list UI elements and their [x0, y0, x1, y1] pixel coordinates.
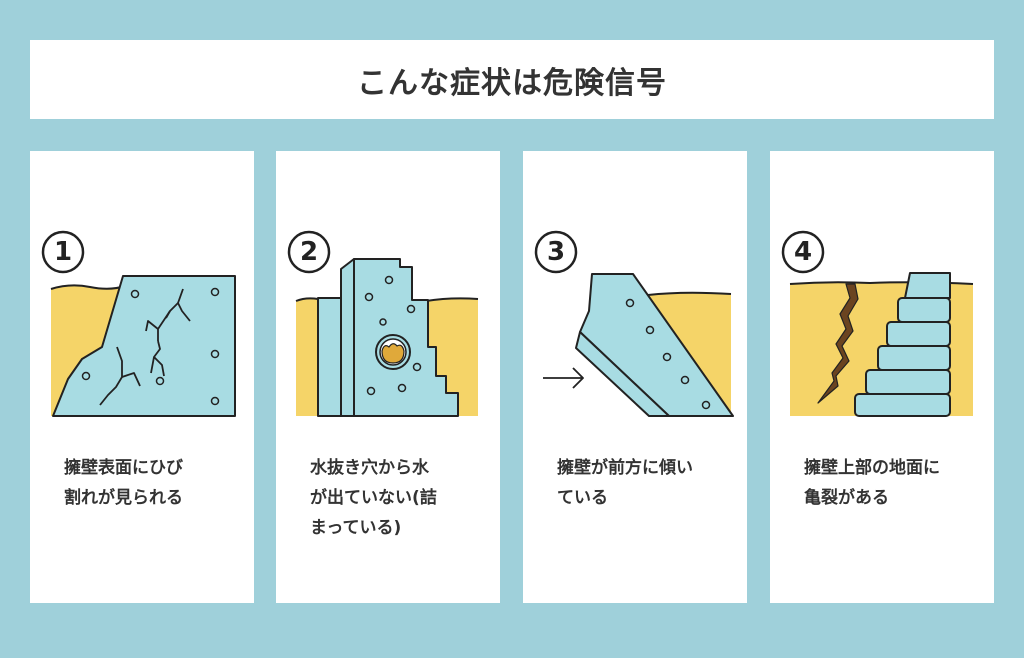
number-label: 1 — [53, 237, 73, 267]
ground-crack-illustration — [781, 230, 974, 417]
number-badge-1 — [41, 230, 85, 274]
number-label: 2 — [299, 237, 319, 267]
symptom-caption: 擁壁表面にひび割れが見られる — [50, 453, 240, 513]
arrow-right-icon — [543, 367, 584, 389]
symptom-card-1: 1 擁壁表面にひび割れが見られる — [30, 151, 254, 603]
caption-line: まっている) — [310, 518, 402, 538]
symptom-card-3: 3 擁壁が前方に傾いている — [523, 151, 747, 603]
clogged-drain-illustration — [287, 230, 479, 417]
caption-line: 擁壁が前方に傾い — [557, 458, 693, 478]
crack-icon — [817, 283, 859, 404]
caption-line: 擁壁表面にひび — [64, 458, 183, 478]
caption-line: ている — [557, 488, 608, 508]
page-title: こんな症状は危険信号 — [357, 65, 667, 101]
symptom-card-2: 2 水抜き穴から水が出ていない(詰まっている) — [276, 151, 500, 603]
caption-line: 割れが見られる — [64, 488, 183, 508]
number-label: 4 — [793, 237, 813, 267]
caption-line: 擁壁上部の地面に — [804, 458, 940, 478]
cracked-wall-illustration — [41, 230, 236, 417]
number-label: 3 — [546, 237, 566, 267]
title-banner: こんな症状は危険信号 — [30, 40, 994, 119]
symptom-caption: 水抜き穴から水が出ていない(詰まっている) — [296, 453, 486, 543]
caption-line: 亀裂がある — [804, 488, 889, 508]
symptom-caption: 擁壁上部の地面に亀裂がある — [790, 453, 980, 513]
symptom-card-4: 4 擁壁上部の地面に亀裂がある — [770, 151, 994, 603]
symptom-caption: 擁壁が前方に傾いている — [543, 453, 733, 513]
caption-line: 水抜き穴から水 — [310, 458, 429, 478]
leaning-wall-illustration — [534, 230, 734, 417]
caption-line: が出ていない(詰 — [310, 488, 437, 508]
